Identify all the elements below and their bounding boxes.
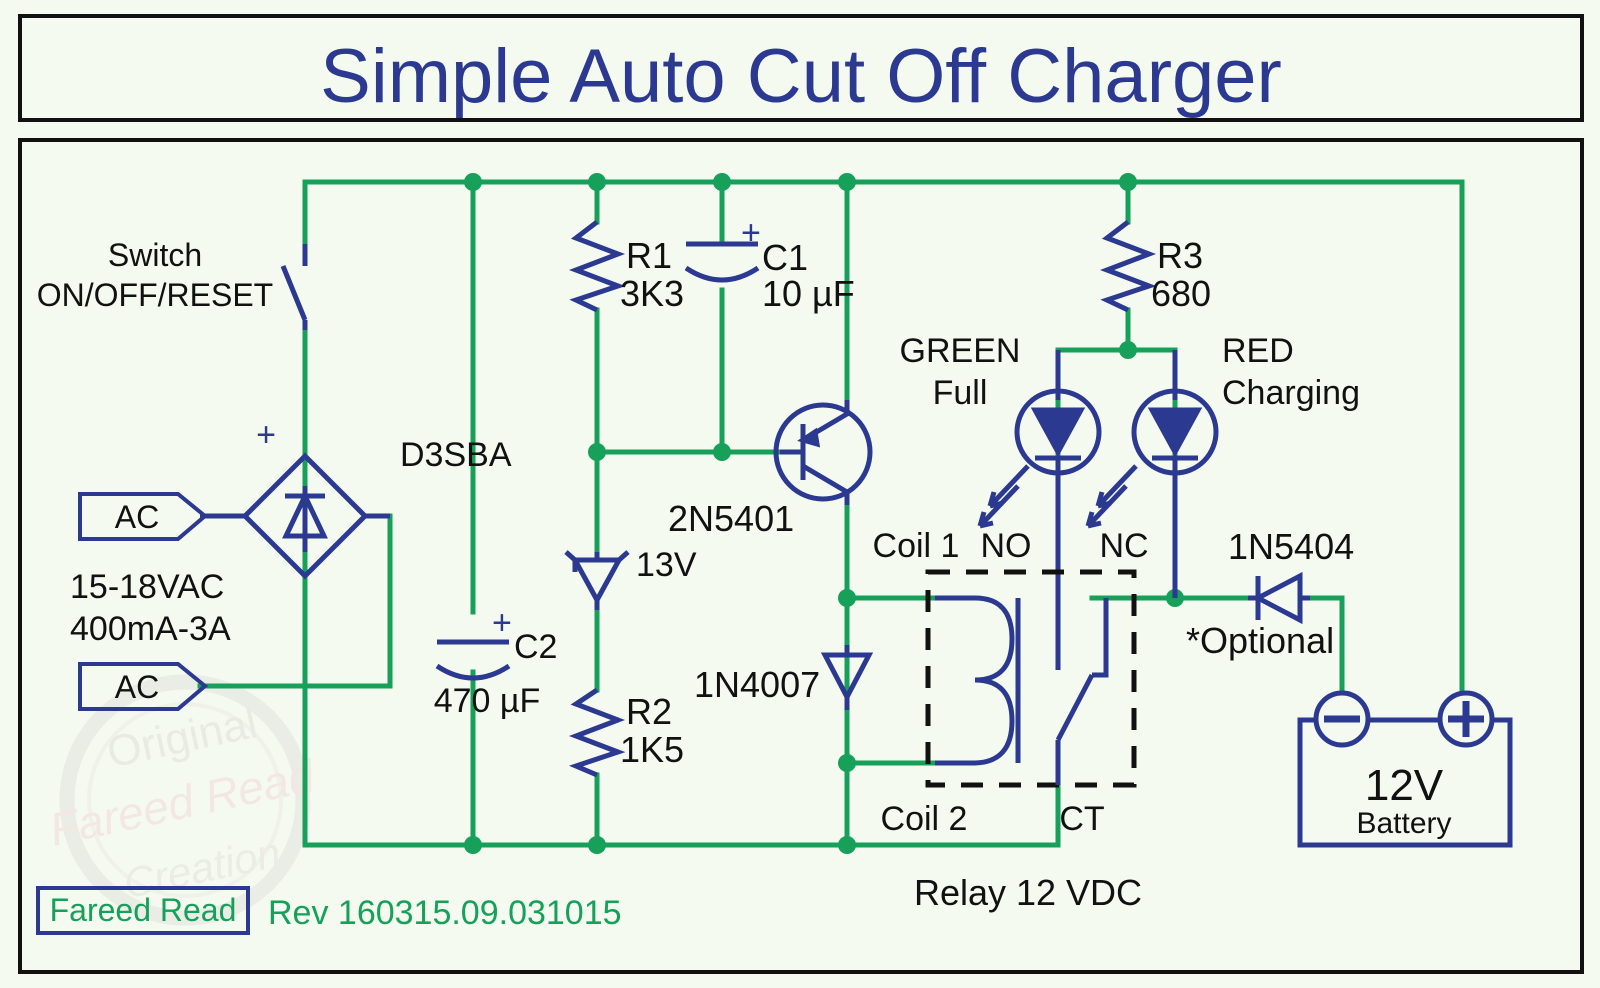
- r3-value-label: 680: [1151, 273, 1211, 314]
- c1-value-label: 10 µF: [762, 273, 855, 314]
- resistor-r3: [1099, 220, 1157, 313]
- relay-no-label: NO: [981, 527, 1032, 565]
- ac-terminal-bottom: AC: [78, 662, 209, 711]
- capacitor-c2: [435, 639, 511, 681]
- bridge-part-label: D3SBA: [400, 436, 512, 474]
- d1-part-label: 1N4007: [694, 664, 820, 705]
- ac-terminal-top-label: AC: [115, 499, 159, 535]
- supply-spec-line2: 400mA-3A: [70, 610, 231, 648]
- c1-ref-label: C1: [762, 237, 808, 278]
- led-red-label-line1: RED: [1222, 332, 1294, 370]
- relay-coil1-label: Coil 1: [873, 527, 960, 565]
- switch-label-line1: Switch: [108, 237, 202, 273]
- title-box: [18, 14, 1584, 122]
- diode-1n5404: [1248, 571, 1310, 625]
- diode-1n4007: [820, 645, 874, 710]
- r1-ref-label: R1: [626, 235, 672, 276]
- r2-ref-label: R2: [626, 691, 672, 732]
- transistor-q1: [773, 400, 873, 505]
- ac-terminal-top: AC: [78, 492, 209, 541]
- bridge-rectifier: [200, 452, 390, 580]
- revision-label: Rev 160315.09.031015: [268, 894, 622, 932]
- led-green-label-line1: GREEN: [900, 332, 1021, 370]
- author-badge-label: Fareed Read: [50, 892, 237, 928]
- relay-ct-label: CT: [1059, 800, 1104, 838]
- supply-spec-line1: 15-18VAC: [70, 568, 224, 606]
- optional-note: *Optional: [1186, 620, 1334, 661]
- r3-ref-label: R3: [1157, 235, 1203, 276]
- led-red: [1085, 350, 1219, 598]
- resistor-r2: [568, 687, 626, 778]
- page-title: Simple Auto Cut Off Charger: [320, 34, 1282, 119]
- led-red-label-line2: Charging: [1222, 374, 1360, 412]
- r2-value-label: 1K5: [620, 729, 684, 770]
- relay-nc-label: NC: [1099, 527, 1148, 565]
- q1-part-label: 2N5401: [668, 498, 794, 539]
- battery-voltage-label: 12V: [1365, 761, 1444, 810]
- capacitor-c1: [684, 241, 760, 283]
- ac-terminal-bottom-label: AC: [115, 669, 159, 705]
- led-green: [977, 350, 1102, 598]
- relay-outline: [925, 569, 1137, 788]
- d2-part-label: 1N5404: [1228, 526, 1354, 567]
- c2-value-label: 470 µF: [434, 682, 541, 720]
- led-green-label-line2: Full: [933, 374, 988, 412]
- bridge-plus-sign: +: [256, 416, 276, 454]
- resistor-r1: [568, 220, 626, 313]
- c2-ref-label: C2: [514, 628, 557, 666]
- relay-part-label: Relay 12 VDC: [914, 872, 1142, 913]
- c1-plus-sign: +: [741, 214, 761, 252]
- relay-contacts: [1055, 598, 1109, 785]
- zener-value-label: 13V: [636, 546, 697, 584]
- c2-plus-sign: +: [492, 604, 512, 642]
- junction-dots: [464, 173, 1184, 854]
- switch-label-line2: ON/OFF/RESET: [37, 277, 273, 313]
- relay-coil: [935, 595, 1021, 766]
- zener-diode: [564, 550, 630, 610]
- r1-value-label: 3K3: [620, 273, 684, 314]
- battery: [1297, 690, 1513, 848]
- schematic-frame: [18, 138, 1584, 974]
- relay-coil2-label: Coil 2: [881, 800, 968, 838]
- battery-word-label: Battery: [1356, 807, 1451, 840]
- power-switch[interactable]: [280, 244, 308, 330]
- author-badge: Fareed Read: [36, 886, 250, 935]
